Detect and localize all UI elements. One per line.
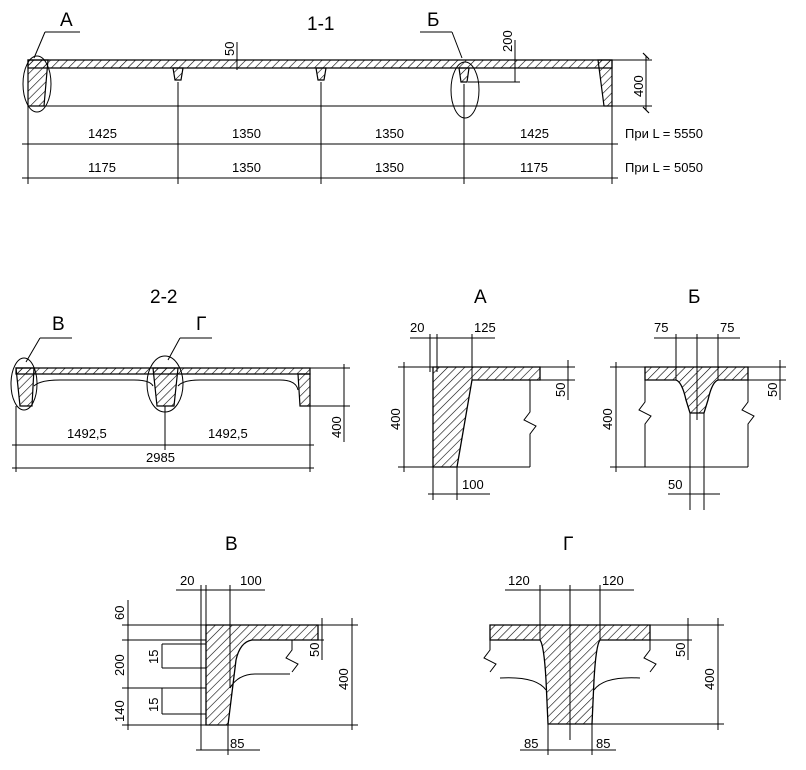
detail-v-dim-20: 20 (180, 573, 194, 588)
detail-v-section (205, 624, 319, 726)
detail-v-title: В (225, 534, 238, 555)
detail-v-dim-100: 100 (240, 573, 262, 588)
detail-v-dim-200: 200 (112, 654, 127, 676)
detail-b-dim-50-bottom: 50 (668, 477, 682, 492)
detail-a-dim-125: 125 (474, 320, 496, 335)
note-l-5550: При L = 5550 (625, 126, 703, 141)
section-1-1: 1-1 А Б 50 200 400 (22, 10, 703, 184)
callout-g-label: Г (196, 314, 206, 335)
section-2-2: 2-2 В Г 400 1492,5 1492,5 2985 (10, 287, 350, 472)
dim-row2-3: 1175 (520, 160, 548, 175)
dim-row1-0: 1425 (88, 126, 117, 141)
dim-row1-1: 1350 (232, 126, 261, 141)
detail-g-dim-85-right: 85 (596, 736, 610, 751)
dim-400-2-2: 400 (329, 416, 344, 438)
section-2-2-title: 2-2 (150, 287, 177, 308)
end-rib-left-1-1 (27, 59, 49, 107)
slab-1-1 (27, 59, 613, 69)
edge-rib-right-2-2 (297, 373, 311, 407)
detail-g-dim-85-left: 85 (524, 736, 538, 751)
detail-g-title: Г (563, 534, 573, 555)
detail-v-dim-15-top: 15 (146, 650, 161, 664)
rib-1-1-c (458, 67, 470, 83)
dim-half-left-2-2: 1492,5 (67, 426, 107, 441)
detail-a-dim-400: 400 (388, 408, 403, 430)
section-1-1-title: 1-1 (307, 14, 334, 35)
dim-50-1-1: 50 (222, 42, 237, 56)
detail-b-title: Б (688, 287, 700, 308)
edge-rib-left-2-2 (15, 367, 35, 407)
dim-row1-3: 1425 (520, 126, 549, 141)
detail-v-dim-50: 50 (307, 643, 322, 657)
dim-400-1-1: 400 (631, 75, 646, 97)
rib-1-1-a (172, 67, 184, 81)
dim-half-right-2-2: 1492,5 (208, 426, 248, 441)
detail-b: Б 75 75 50 400 50 (600, 287, 786, 510)
detail-v-dim-60: 60 (112, 606, 127, 620)
detail-v-dim-140: 140 (112, 700, 127, 722)
dim-row2-0: 1175 (88, 160, 116, 175)
detail-v-dim-15-bottom: 15 (146, 698, 161, 712)
detail-v-dim-400: 400 (336, 668, 351, 690)
dim-row1-2: 1350 (375, 126, 404, 141)
detail-v-dim-85: 85 (230, 736, 244, 751)
detail-b-dim-75-left: 75 (654, 320, 668, 335)
callout-v-label: В (52, 314, 65, 335)
detail-v: В 20 100 60 200 140 15 15 50 400 (112, 534, 358, 755)
dim-row2-1: 1350 (232, 160, 261, 175)
detail-g-dim-120-left: 120 (508, 573, 530, 588)
dim-row2-2: 1350 (375, 160, 404, 175)
detail-b-dim-50-right: 50 (765, 383, 780, 397)
callout-b-label: Б (427, 10, 439, 31)
detail-a-dim-100: 100 (462, 477, 484, 492)
detail-g-dim-50: 50 (673, 643, 688, 657)
detail-a-title: А (474, 287, 487, 308)
detail-g: Г 120 120 50 400 85 85 (483, 534, 724, 755)
detail-b-dim-400: 400 (600, 408, 615, 430)
middle-rib-2-2 (152, 367, 179, 407)
detail-a-section (432, 366, 541, 468)
end-rib-right-1-1 (597, 59, 613, 107)
rib-1-1-b (315, 67, 327, 81)
detail-b-dim-75-right: 75 (720, 320, 734, 335)
detail-g-dim-400: 400 (702, 668, 717, 690)
detail-a: А 20 125 50 400 100 (388, 287, 575, 500)
detail-a-dim-20: 20 (410, 320, 424, 335)
detail-a-dim-50: 50 (553, 383, 568, 397)
note-l-5050: При L = 5050 (625, 160, 703, 175)
detail-g-dim-120-right: 120 (602, 573, 624, 588)
dim-total-2-2: 2985 (146, 450, 175, 465)
dim-200-1-1: 200 (500, 30, 515, 52)
callout-a-label: А (60, 10, 73, 31)
